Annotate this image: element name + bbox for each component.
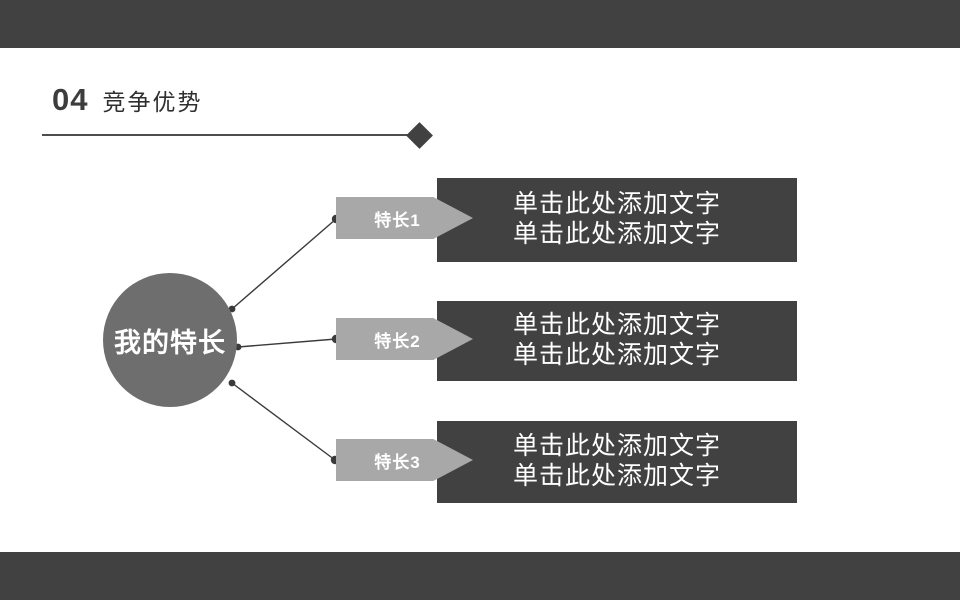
placeholder-textbox-3[interactable]: 单击此处添加文字 单击此处添加文字 bbox=[437, 421, 797, 503]
section-title: 竞争优势 bbox=[102, 89, 203, 115]
connector-dot bbox=[228, 379, 236, 387]
placeholder-textbox-1[interactable]: 单击此处添加文字 单击此处添加文字 bbox=[437, 178, 797, 262]
connector-line-3 bbox=[231, 382, 336, 461]
center-circle-shape: 我的特长 bbox=[103, 273, 237, 407]
top-banner-bar bbox=[0, 0, 960, 48]
arrow-tag-label: 特长3 bbox=[374, 452, 421, 472]
center-circle-label: 我的特长 bbox=[114, 327, 226, 358]
placeholder-text[interactable]: 单击此处添加文字 bbox=[512, 463, 721, 490]
placeholder-text[interactable]: 单击此处添加文字 bbox=[512, 221, 721, 248]
header-diamond-icon bbox=[406, 122, 433, 149]
placeholder-textbox-2[interactable]: 单击此处添加文字 单击此处添加文字 bbox=[437, 301, 797, 381]
header-underline bbox=[42, 134, 414, 136]
placeholder-text[interactable]: 单击此处添加文字 bbox=[512, 433, 721, 460]
slide-header: 04 竞争优势 bbox=[52, 82, 202, 118]
placeholder-text[interactable]: 单击此处添加文字 bbox=[512, 191, 721, 218]
connector-line-2 bbox=[237, 338, 337, 348]
bottom-banner-bar bbox=[0, 552, 960, 600]
placeholder-text[interactable]: 单击此处添加文字 bbox=[512, 342, 721, 369]
section-number: 04 bbox=[52, 82, 89, 117]
connector-line-1 bbox=[231, 218, 337, 310]
placeholder-text[interactable]: 单击此处添加文字 bbox=[512, 312, 721, 339]
arrow-tag-label: 特长2 bbox=[374, 331, 421, 351]
arrow-tag-label: 特长1 bbox=[374, 210, 421, 230]
